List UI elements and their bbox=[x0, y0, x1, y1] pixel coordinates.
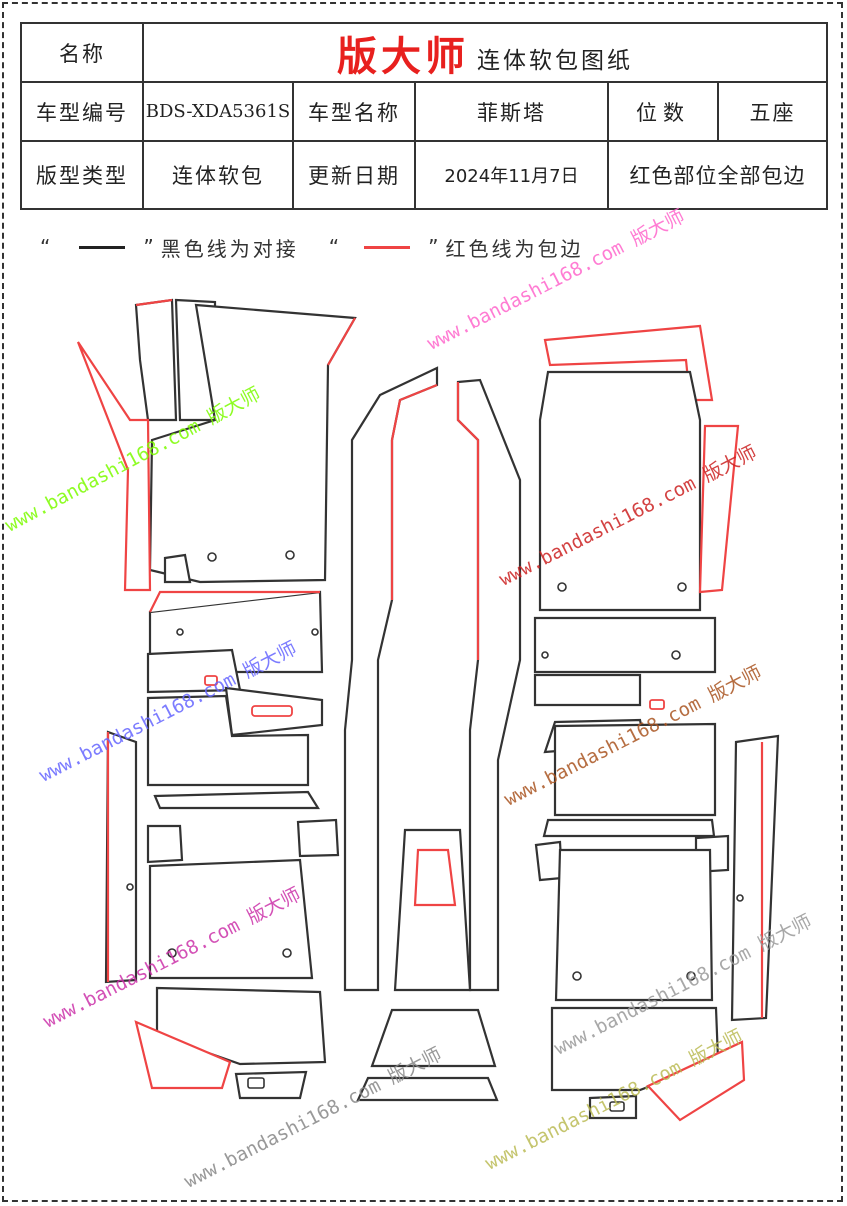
brand-title: 版大师 bbox=[337, 33, 469, 80]
right-lower-door-panel bbox=[553, 722, 717, 817]
pattern-line bbox=[456, 382, 480, 660]
right-strip-panel bbox=[542, 818, 716, 838]
right-a-pillar-strip bbox=[698, 424, 740, 594]
mount-hole bbox=[572, 971, 582, 981]
left-rear-bracket-b bbox=[296, 818, 340, 858]
mount-hole bbox=[207, 552, 217, 562]
right-rear-panels bbox=[534, 734, 780, 1122]
mount-hole bbox=[609, 1101, 625, 1112]
black-line-swatch bbox=[79, 245, 126, 249]
handle-slot bbox=[204, 675, 218, 686]
center-tunnel-slot bbox=[413, 848, 457, 907]
right-armrest-panel bbox=[533, 673, 642, 707]
pattern-line bbox=[327, 317, 356, 366]
red-line-swatch bbox=[364, 245, 411, 249]
left-rear-panels bbox=[104, 730, 340, 1100]
pattern-line bbox=[149, 590, 320, 613]
right-rear-pillar-strip bbox=[730, 734, 780, 1022]
mount-hole bbox=[167, 948, 177, 958]
table-divider bbox=[22, 81, 826, 83]
pattern-line bbox=[135, 298, 173, 307]
left-pillar-panel bbox=[134, 298, 178, 422]
table-divider bbox=[717, 81, 719, 140]
left-rear-door-panel bbox=[148, 858, 314, 980]
model-name-value: 菲斯塔 bbox=[477, 100, 546, 125]
mount-hole bbox=[282, 948, 292, 958]
model-name-label: 车型名称 bbox=[308, 100, 400, 125]
left-small-panel bbox=[234, 1070, 308, 1100]
update-label: 更新日期 bbox=[308, 164, 400, 188]
table-divider bbox=[414, 81, 416, 208]
mount-hole bbox=[736, 894, 744, 902]
pattern-type-label: 版型类型 bbox=[36, 164, 128, 188]
pattern-line bbox=[390, 383, 438, 600]
mount-hole bbox=[686, 971, 696, 981]
edge-note: 红色部位全部包边 bbox=[629, 164, 806, 188]
right-rear-bracket bbox=[534, 840, 564, 882]
seats-value: 五座 bbox=[749, 100, 796, 125]
model-code-label: 车型编号 bbox=[36, 100, 128, 125]
left-mid-panels bbox=[146, 590, 324, 810]
left-lower-door-panel bbox=[146, 694, 310, 787]
legend-quote: ” bbox=[143, 235, 157, 259]
mount-hole bbox=[671, 650, 681, 660]
right-door-trim-panel bbox=[533, 616, 717, 674]
legend-black-text: 黑色线为对接 bbox=[160, 236, 299, 261]
center-console-strip bbox=[356, 1076, 499, 1102]
left-seatbelt-cutout bbox=[163, 553, 192, 584]
update-date-value: 2024年11月7日 bbox=[444, 166, 579, 187]
handle-slot bbox=[649, 699, 665, 710]
pattern-type-value: 连体软包 bbox=[172, 164, 264, 188]
table-divider bbox=[22, 140, 826, 142]
right-mid-panels bbox=[533, 616, 717, 838]
left-rear-lower-panel bbox=[155, 986, 327, 1066]
mount-hole bbox=[285, 550, 295, 560]
right-rear-edge-strip bbox=[646, 1040, 746, 1122]
mount-hole bbox=[541, 651, 549, 659]
right-rear-door-panel bbox=[554, 848, 714, 1002]
mount-hole bbox=[557, 582, 567, 592]
seats-label: 位数 bbox=[636, 100, 690, 125]
legend-quote: ” bbox=[428, 235, 442, 259]
right-upper-panels bbox=[538, 324, 740, 612]
left-rear-edge-strip bbox=[134, 1020, 232, 1090]
legend-quote: “ bbox=[40, 235, 54, 259]
mount-hole bbox=[126, 883, 134, 891]
brand-subtitle: 连体软包图纸 bbox=[477, 47, 633, 74]
center-console-lower bbox=[370, 1008, 497, 1068]
left-rear-pillar-strip bbox=[104, 730, 138, 984]
left-upper-panels bbox=[76, 298, 357, 592]
mount-hole bbox=[176, 628, 184, 636]
left-rear-bracket bbox=[146, 824, 184, 864]
table-divider bbox=[292, 81, 294, 208]
center-tunnel bbox=[343, 366, 522, 1102]
right-door-upper-panel bbox=[538, 370, 702, 612]
name-label: 名称 bbox=[59, 41, 105, 66]
table-divider bbox=[607, 81, 609, 208]
mount-hole bbox=[247, 1077, 265, 1089]
mount-hole bbox=[311, 628, 319, 636]
center-right-strip bbox=[456, 378, 522, 992]
line-legend: “ ” 黑色线为对接 “ ” 红色线为包边 bbox=[36, 232, 584, 262]
mount-hole bbox=[677, 582, 687, 592]
title-cell: 版大师 连体软包图纸 bbox=[144, 24, 826, 81]
header-table: 名称 版大师 连体软包图纸 车型编号 BDS-XDA5361S 车型名称 菲斯塔… bbox=[20, 22, 828, 210]
legend-quote: “ bbox=[328, 235, 343, 259]
table-divider bbox=[142, 24, 144, 208]
legend-red-text: 红色线为包边 bbox=[445, 236, 584, 261]
handle-slot bbox=[251, 705, 293, 717]
left-a-pillar-strip bbox=[76, 341, 152, 592]
left-strip-panel bbox=[153, 790, 320, 810]
model-code-value: BDS-XDA5361S bbox=[145, 101, 291, 122]
